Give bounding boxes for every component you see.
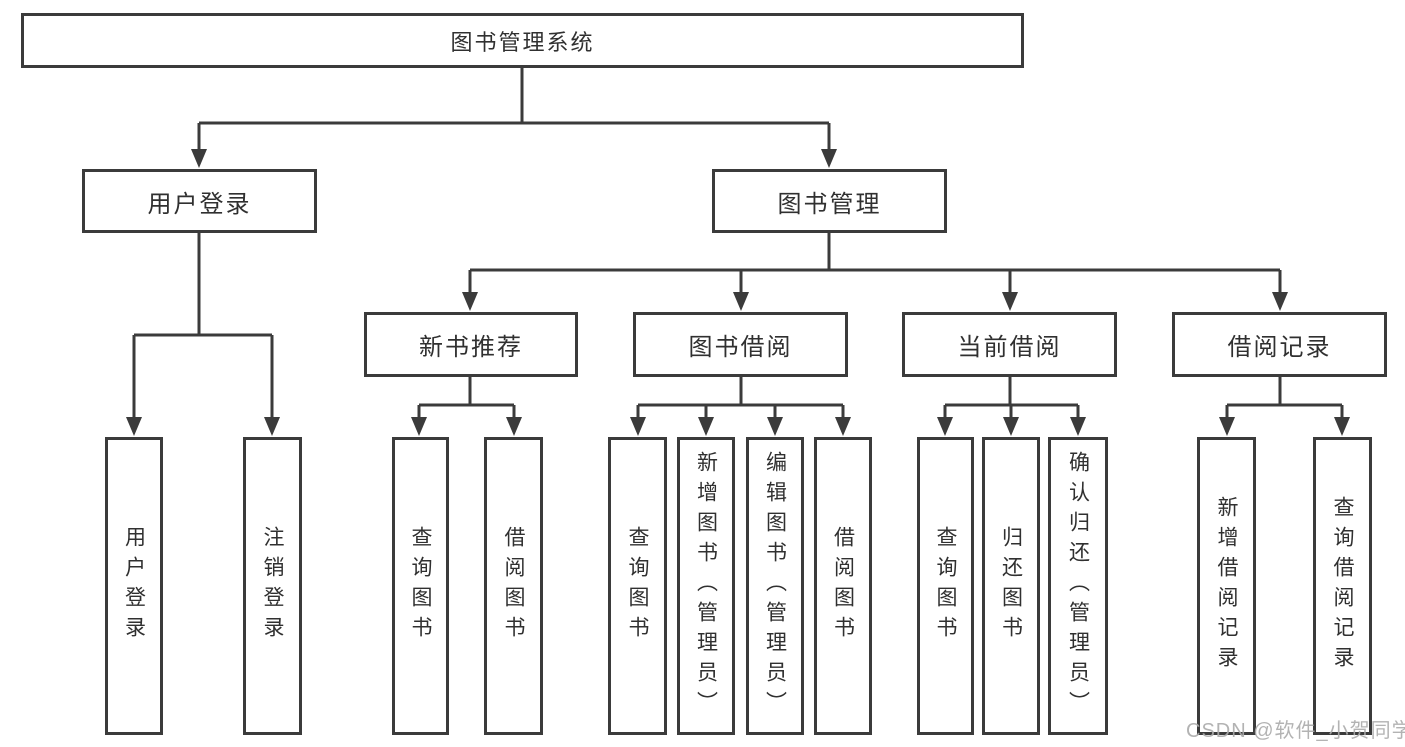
node-return-books: 归还图书	[982, 437, 1040, 735]
node-new-book-recommend: 新书推荐	[364, 312, 578, 377]
node-library-management-system: 图书管理系统	[21, 13, 1024, 68]
node-label: 查询图书	[934, 526, 957, 646]
node-label: 借阅图书	[831, 526, 855, 646]
node-label: 编辑图书（管理员）	[763, 451, 787, 721]
node-query-books-borrow: 查询图书	[608, 437, 667, 735]
node-label: 借阅图书	[502, 526, 525, 646]
node-label: 新书推荐	[419, 334, 523, 361]
node-user-login: 用户登录	[82, 169, 317, 233]
node-label: 图书管理系统	[450, 29, 595, 55]
node-label: 查询图书	[626, 526, 649, 646]
node-label: 图书管理	[777, 190, 882, 218]
node-add-borrow-record: 新增借阅记录	[1197, 437, 1256, 735]
node-add-books-admin: 新增图书（管理员）	[677, 437, 735, 735]
node-label: 查询图书	[409, 526, 432, 646]
node-query-borrow-record: 查询借阅记录	[1313, 437, 1372, 735]
node-label: 注销登录	[261, 526, 284, 646]
node-label: 归还图书	[999, 526, 1023, 646]
node-label: 图书借阅	[688, 334, 793, 361]
node-label: 查询借阅记录	[1331, 496, 1354, 676]
node-edit-books-admin: 编辑图书（管理员）	[746, 437, 804, 735]
node-label: 新增借阅记录	[1215, 496, 1238, 676]
node-label: 用户登录	[147, 190, 252, 218]
node-user-login-leaf: 用户登录	[105, 437, 163, 735]
node-label: 当前借阅	[957, 334, 1062, 361]
node-borrow-books-leaf: 借阅图书	[814, 437, 872, 735]
node-book-borrowing: 图书借阅	[633, 312, 848, 377]
node-label: 确认归还（管理员）	[1066, 451, 1090, 721]
node-book-management: 图书管理	[712, 169, 947, 233]
watermark: CSDN @软件_小贺同学	[1186, 720, 1405, 742]
node-borrow-books-recommend: 借阅图书	[484, 437, 543, 735]
node-label: 用户登录	[122, 526, 146, 646]
node-query-books-current: 查询图书	[917, 437, 974, 735]
node-borrowing-records: 借阅记录	[1172, 312, 1387, 377]
node-label: 借阅记录	[1227, 334, 1332, 361]
node-label: 新增图书（管理员）	[694, 451, 718, 721]
node-confirm-return-admin: 确认归还（管理员）	[1048, 437, 1108, 735]
node-current-borrowing: 当前借阅	[902, 312, 1117, 377]
node-query-books-recommend: 查询图书	[392, 437, 449, 735]
node-logout: 注销登录	[243, 437, 302, 735]
